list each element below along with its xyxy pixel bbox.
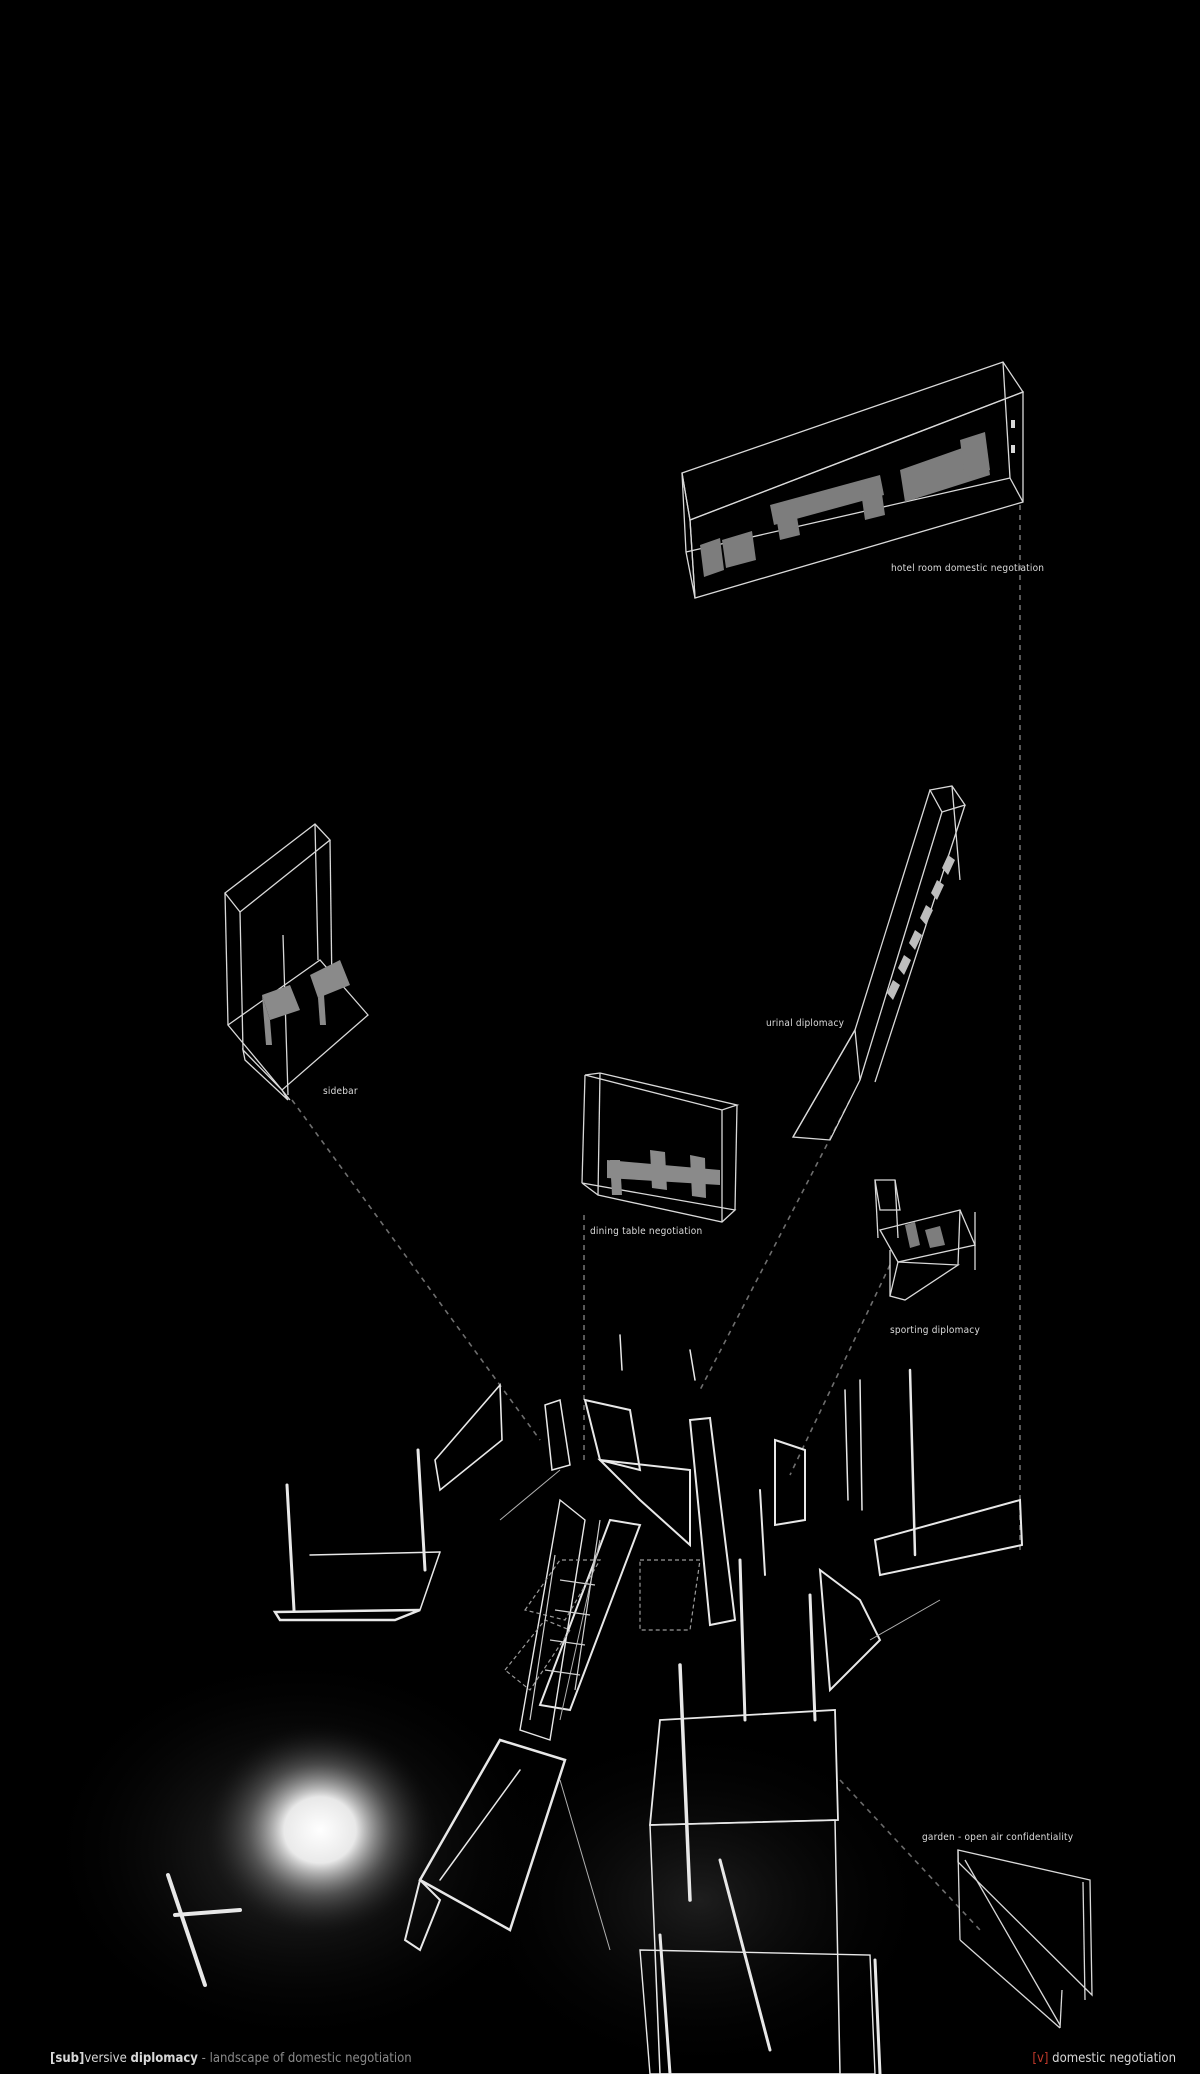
label-dining-table: dining table negotiation bbox=[590, 1226, 703, 1237]
footer-marker-close: ] bbox=[1043, 2051, 1049, 2066]
garden-module bbox=[957, 1849, 1093, 2029]
sporting-module bbox=[874, 1179, 976, 1301]
urinal-module bbox=[791, 785, 967, 1141]
label-urinal: urinal diplomacy bbox=[766, 1018, 845, 1029]
footer-subtitle: - landscape of domestic negotiation bbox=[197, 2051, 412, 2066]
footer-title: [sub]versive diplomacy - landscape of do… bbox=[50, 2051, 412, 2066]
label-hotel-room: hotel room domestic negotiation bbox=[891, 563, 1045, 574]
label-garden: garden - open air confidentiality bbox=[922, 1832, 1074, 1843]
footer-section-title: domestic negotiation bbox=[1052, 2051, 1176, 2066]
footer-word2: diplomacy bbox=[130, 2051, 198, 2066]
sidebar-module bbox=[224, 823, 369, 1101]
footer-bracket-open: [ bbox=[50, 2051, 56, 2066]
dining-table-module bbox=[581, 1072, 740, 1223]
label-sporting: sporting diplomacy bbox=[890, 1325, 980, 1336]
footer-bracket-close: ] bbox=[79, 2051, 85, 2066]
footer-word1: versive bbox=[84, 2051, 127, 2066]
label-sidebar: sidebar bbox=[323, 1086, 358, 1097]
footer-marker-open: [ bbox=[1032, 2051, 1037, 2066]
physical-model bbox=[40, 1334, 1024, 2074]
footer-prefix: sub bbox=[55, 2051, 80, 2066]
footer-marker: v bbox=[1036, 2051, 1044, 2066]
footer-section: [v] domestic negotiation bbox=[1032, 2051, 1176, 2066]
hotel-room-module bbox=[681, 361, 1024, 599]
